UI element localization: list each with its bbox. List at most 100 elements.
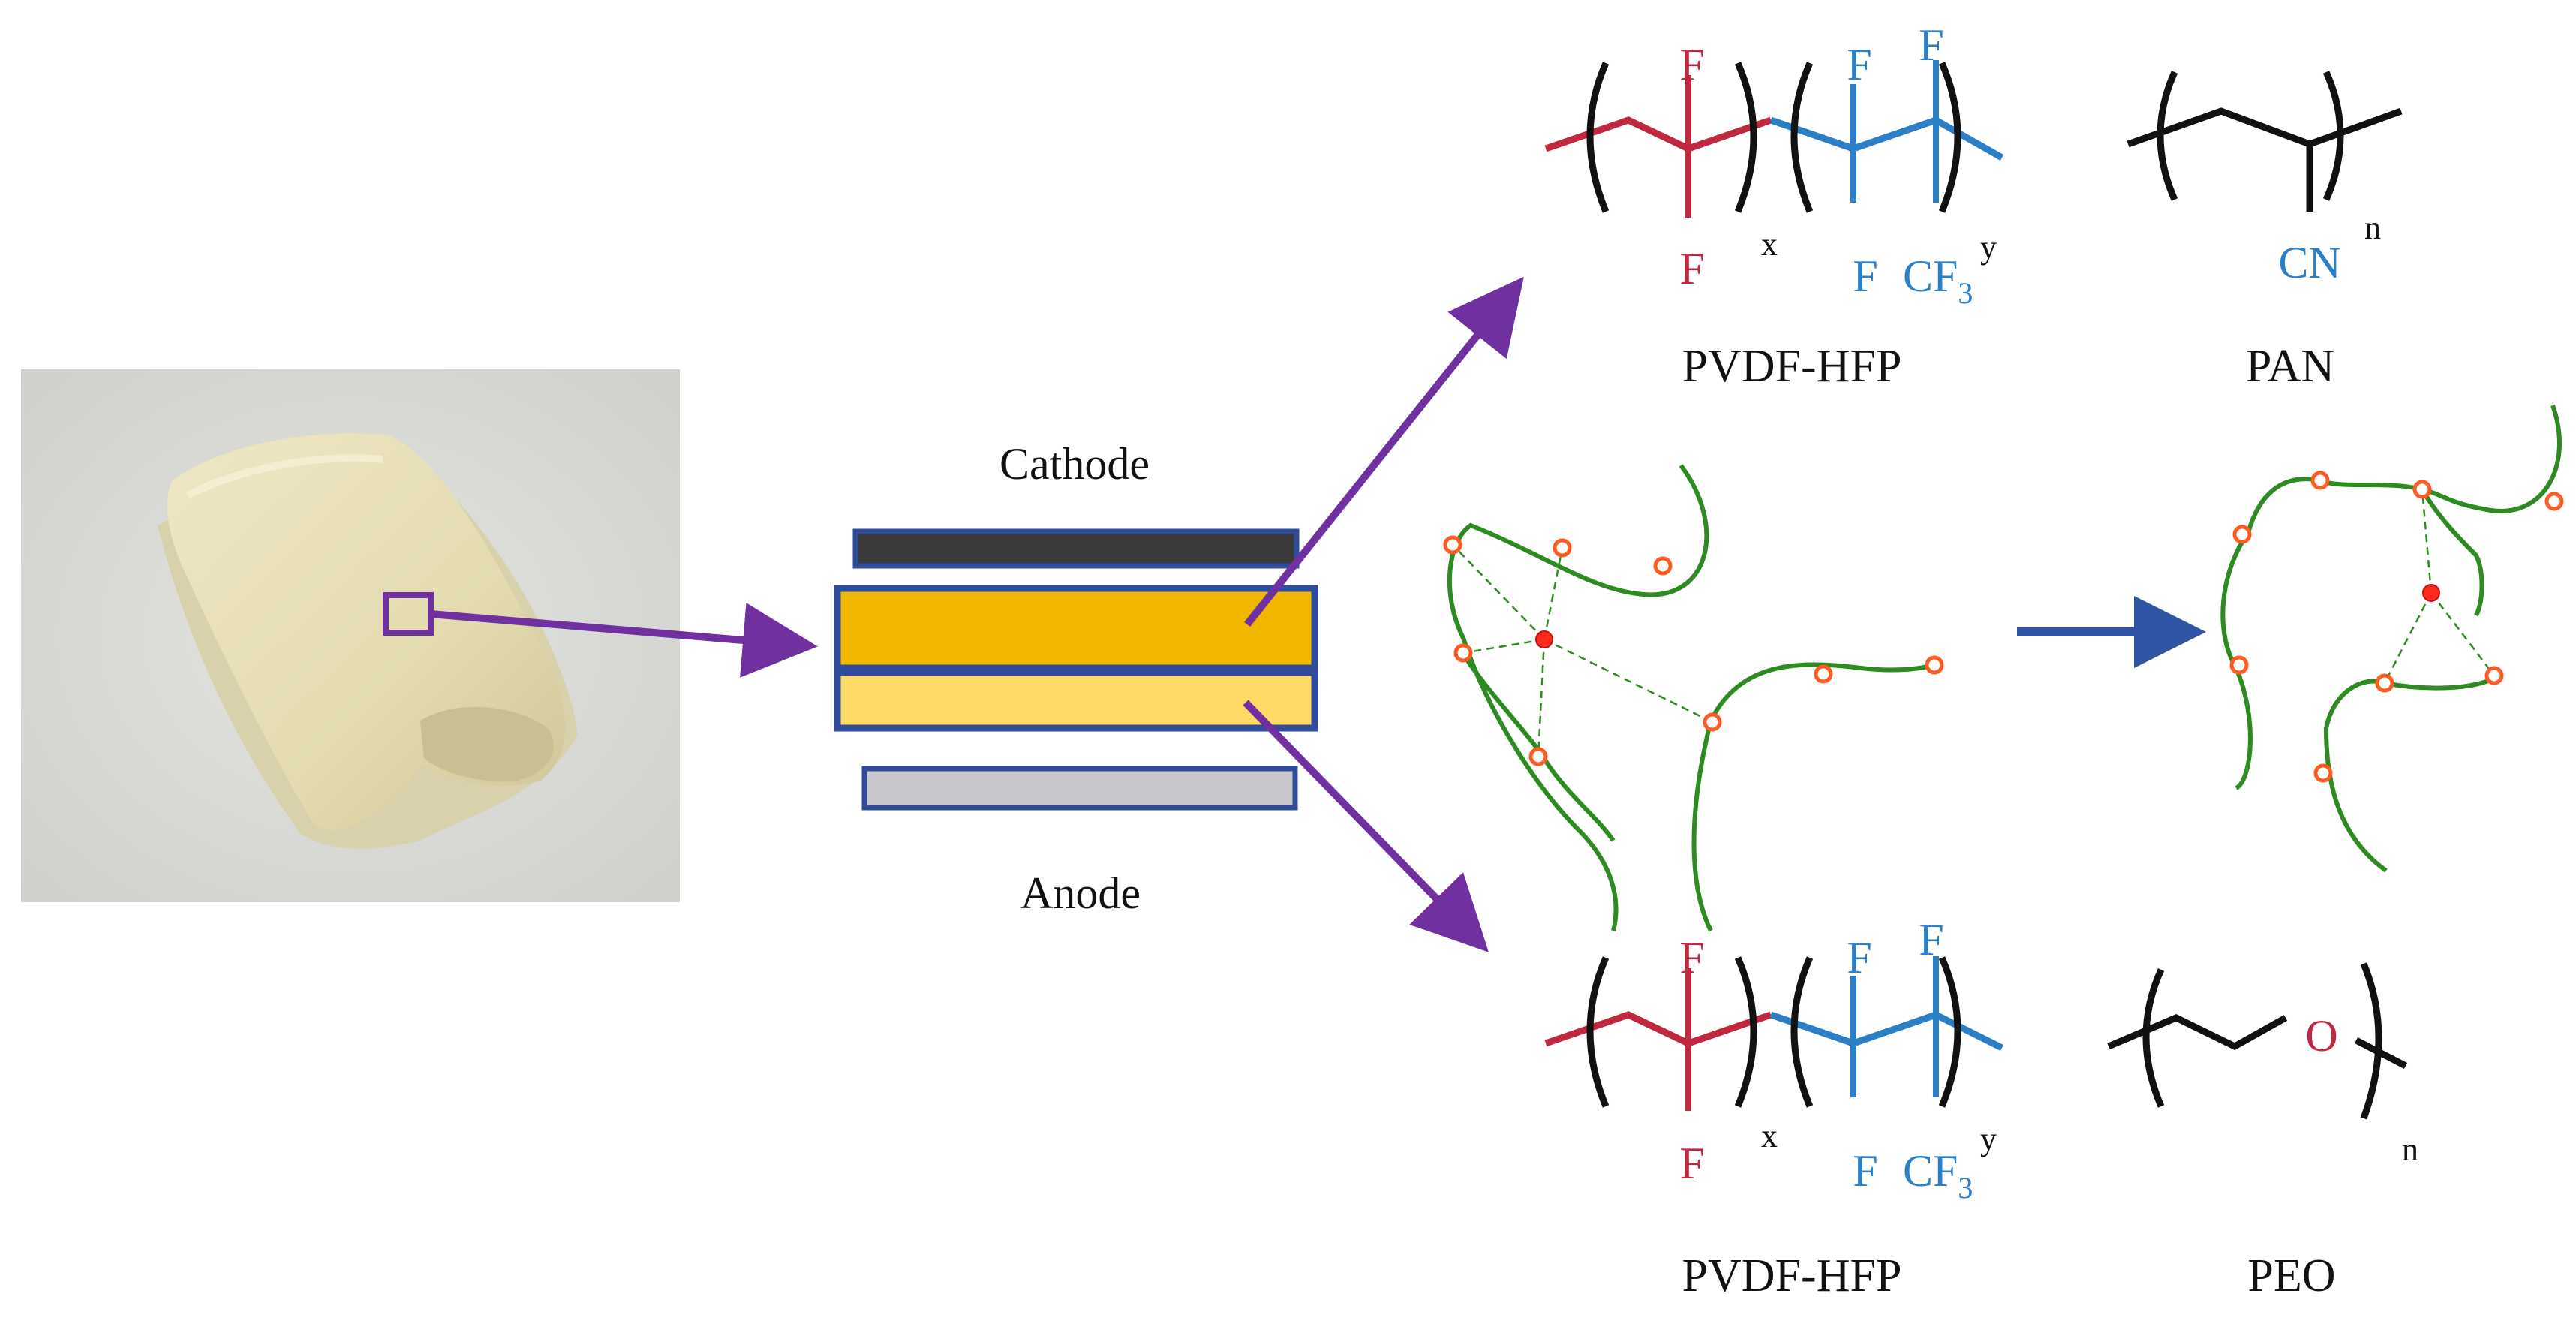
bracket-close-2-bottom <box>1938 956 1961 1108</box>
site-5 <box>1528 747 1548 766</box>
cf3-text-bottom: CF <box>1903 1146 1958 1196</box>
membrane-roll-opening <box>420 706 554 781</box>
site-a2 <box>2412 480 2432 499</box>
oxygen-sites <box>1443 535 1944 766</box>
arrow-photo-to-cell <box>430 603 818 678</box>
polymer-network-after <box>2220 405 2564 873</box>
subscript-x: x <box>1761 226 1778 263</box>
cathode-layer <box>852 528 1300 569</box>
link-1 <box>1452 544 1545 640</box>
chain-1 <box>1447 464 1709 931</box>
bottom-pvdf-hfp-structure: F F x F F F CF3 y PVDF-HFP <box>1544 915 2004 1301</box>
pan-backbone <box>2127 107 2403 148</box>
top-pvdf-hfp-name: PVDF-HFP <box>1682 341 1902 392</box>
cf3-label: CF3 <box>1903 251 1973 310</box>
peo-oxygen: O <box>2305 1011 2337 1061</box>
f-top-blue-1: F <box>1847 40 1871 89</box>
lithium-ion <box>1535 630 1553 648</box>
site-a4 <box>2232 525 2252 544</box>
f-bottom-red-bottom: F <box>1679 1139 1704 1188</box>
site-6 <box>1703 712 1722 732</box>
bracket-open-2-bottom <box>1790 956 1814 1108</box>
peo-name: PEO <box>2247 1250 2335 1301</box>
cf3-subscript: 3 <box>1958 276 1973 310</box>
superscript-y-bottom: y <box>1980 1121 1997 1157</box>
peo-bracket-close <box>2360 962 2382 1120</box>
link-c <box>2383 592 2433 684</box>
f-top-red-bottom: F <box>1679 933 1704 982</box>
pan-bracket-open <box>2157 71 2178 201</box>
site-3 <box>1653 556 1673 576</box>
arrow-cell-to-top <box>1244 276 1524 627</box>
link-b <box>2430 592 2495 676</box>
cathode-label: Cathode <box>999 439 1150 489</box>
anode-label: Anode <box>1020 868 1141 918</box>
bracket-open-2 <box>1790 62 1814 213</box>
peo-structure: O n PEO <box>2107 962 2418 1301</box>
link-3 <box>1462 638 1545 654</box>
oxygen-sites-after <box>2229 471 2564 783</box>
site-4 <box>1453 643 1473 663</box>
anode-layer <box>861 766 1298 811</box>
hfp-backbone-blue <box>1769 116 2004 161</box>
site-a6 <box>2375 673 2394 693</box>
pvdf-backbone-red <box>1544 116 1772 152</box>
lithium-ion-after <box>2422 584 2440 602</box>
electrolyte-layer-top <box>834 585 1318 672</box>
f-bottom-blue: F <box>1853 251 1877 301</box>
f-top-blue-2: F <box>1919 20 1943 70</box>
link-5 <box>1543 638 1713 724</box>
bottom-pvdf-hfp-name: PVDF-HFP <box>1682 1250 1902 1301</box>
cf3-text: CF <box>1903 251 1958 301</box>
coordination-links <box>1452 544 1713 757</box>
f-top-red: F <box>1679 40 1704 89</box>
link-a <box>2421 489 2433 594</box>
subscript-x-bottom: x <box>1761 1118 1778 1154</box>
bracket-open-1-bottom <box>1586 956 1610 1108</box>
site-a8 <box>2313 763 2333 783</box>
bracket-close-2 <box>1938 62 1961 213</box>
f-bottom-red: F <box>1679 244 1704 293</box>
site-a7 <box>2484 666 2504 685</box>
f-bottom-blue-bottom: F <box>1853 1146 1877 1196</box>
bracket-close-1-bottom <box>1734 956 1757 1108</box>
chain-b <box>2420 488 2484 617</box>
site-a1 <box>2310 471 2330 490</box>
chain-a <box>2220 405 2562 790</box>
coordination-links-after <box>2383 489 2495 684</box>
cf3-label-bottom: CF3 <box>1903 1146 1973 1205</box>
peo-bracket-open <box>2142 968 2165 1108</box>
polymer-network-before <box>1443 464 1944 932</box>
membrane-photo <box>21 369 680 902</box>
top-pvdf-hfp-structure: F F x F F F CF3 y PVDF-HFP <box>1544 20 2004 392</box>
arrow-cell-to-bottom <box>1243 700 1489 952</box>
superscript-y: y <box>1980 229 1997 266</box>
site-1 <box>1443 535 1462 555</box>
f-top-blue-1-bottom: F <box>1847 933 1871 982</box>
peo-subscript-n: n <box>2402 1131 2418 1168</box>
link-2 <box>1543 547 1564 640</box>
pan-subscript-n: n <box>2364 209 2381 246</box>
pan-name: PAN <box>2246 341 2334 392</box>
battery-cell: Cathode Anode <box>834 439 1318 918</box>
pan-structure: CN n PAN <box>2127 71 2403 392</box>
bracket-open-1 <box>1586 62 1610 213</box>
pvdf-backbone-red-bottom <box>1544 1011 1772 1047</box>
chain-2 <box>1459 650 1616 842</box>
pan-cn-group: CN <box>2278 238 2340 287</box>
site-2 <box>1553 538 1572 558</box>
pan-bracket-close <box>2322 71 2344 201</box>
site-a3 <box>2544 492 2564 511</box>
chain-3 <box>1691 661 1937 932</box>
electrolyte-layer-bottom <box>834 669 1318 732</box>
bracket-close-1 <box>1734 62 1757 213</box>
f-top-blue-2-bottom: F <box>1919 915 1943 964</box>
cf3-subscript-bottom: 3 <box>1958 1171 1973 1205</box>
site-7 <box>1814 664 1833 684</box>
peo-backbone-left <box>2107 1014 2288 1051</box>
site-8 <box>1925 655 1944 675</box>
membrane-highlight <box>185 454 383 499</box>
hfp-backbone-blue-bottom <box>1769 1011 2004 1052</box>
chain-c <box>2323 673 2500 873</box>
